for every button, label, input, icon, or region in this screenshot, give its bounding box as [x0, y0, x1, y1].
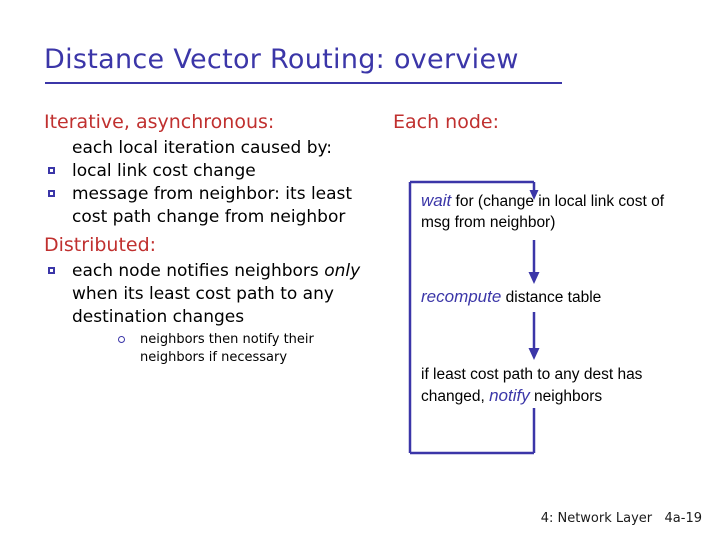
- flow-step-keyword: recompute: [421, 287, 502, 306]
- flow-diagram-connectors: [408, 180, 540, 455]
- square-bullet-icon: [48, 267, 55, 274]
- page-title: Distance Vector Routing: overview: [44, 44, 519, 75]
- flow-step-recompute: recompute distance table: [421, 286, 696, 308]
- flow-diagram: wait for (change in local link cost of m…: [405, 168, 695, 463]
- bullet-text-post: when its least cost path to any destinat…: [72, 284, 334, 327]
- flow-step-keyword: wait: [421, 191, 452, 210]
- bullet-text: message from neighbor: its least cost pa…: [72, 184, 353, 227]
- flow-step-pre: if least cost path to any dest has chang…: [421, 366, 643, 405]
- flow-step-keyword: notify: [489, 386, 530, 405]
- square-bullet-icon: [48, 167, 55, 174]
- flow-step-text: distance table: [501, 289, 602, 306]
- list-item: local link cost change: [44, 160, 366, 183]
- heading-distributed: Distributed:: [44, 234, 157, 256]
- arrow-recompute-to-notify-head: [528, 348, 540, 360]
- flow-step-wait: wait for (change in local link cost of m…: [421, 190, 696, 233]
- list-item: neighbors then notify their neighbors if…: [112, 331, 366, 367]
- list-item: message from neighbor: its least cost pa…: [44, 183, 366, 229]
- heading-each-node: Each node:: [393, 111, 499, 133]
- slide-footer: 4: Network Layer 4a-19: [540, 511, 702, 526]
- arrow-into-wait-head: [529, 190, 539, 200]
- list-item: each node notifies neighbors only when i…: [44, 260, 366, 367]
- title-underline: [45, 82, 562, 84]
- arrow-wait-to-recompute-head: [528, 272, 540, 284]
- heading-iterative-asynchronous: Iterative, asynchronous:: [44, 111, 275, 133]
- sub-bullet-list: neighbors then notify their neighbors if…: [72, 331, 366, 367]
- sub-bullet-text: neighbors then notify their neighbors if…: [140, 332, 314, 365]
- bullet-text-emphasis: only: [324, 261, 361, 281]
- right-column: Each node:: [393, 110, 693, 134]
- flow-step-notify: if least cost path to any dest has chang…: [421, 364, 696, 407]
- circle-bullet-icon: [118, 336, 125, 343]
- flow-step-text: for (change in local link cost of msg fr…: [421, 193, 665, 231]
- left-column: Iterative, asynchronous: each local iter…: [44, 110, 366, 367]
- square-bullet-icon: [48, 190, 55, 197]
- intro-text: each local iteration caused by:: [72, 138, 333, 158]
- bullet-text-pre: each node notifies neighbors: [72, 261, 325, 281]
- bullet-list-iterative: local link cost change message from neig…: [44, 160, 366, 229]
- flow-step-text: neighbors: [529, 388, 603, 405]
- bullet-text: local link cost change: [72, 161, 256, 181]
- bullet-list-distributed: each node notifies neighbors only when i…: [44, 260, 366, 367]
